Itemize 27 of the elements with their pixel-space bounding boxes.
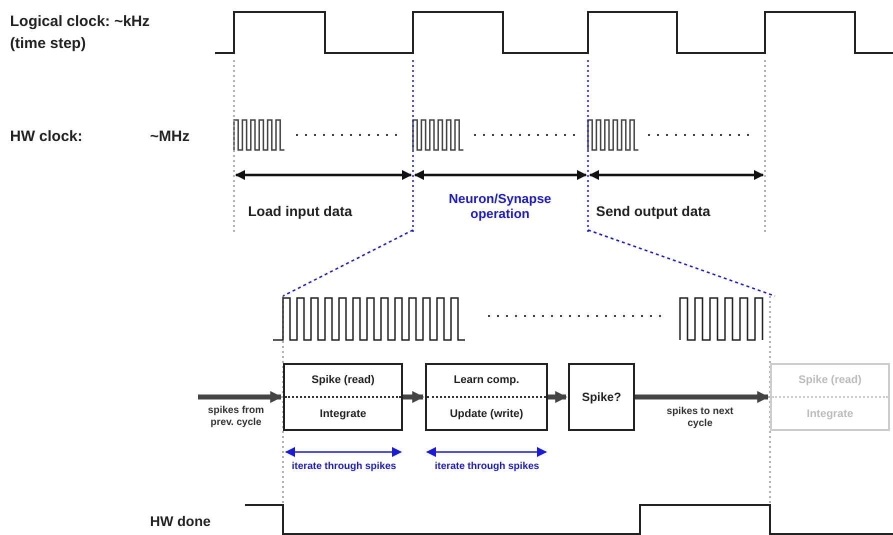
process-box (770, 363, 890, 431)
iteration-label: iterate through spikes (434, 461, 540, 472)
arrow (548, 391, 568, 403)
box-text: Integrate (806, 407, 854, 422)
box-text: Spike? (580, 389, 622, 405)
signal-label: HW done (150, 513, 211, 530)
box-text: Integrate (318, 407, 368, 422)
box-text: Learn comp. (452, 373, 520, 388)
process-box (425, 363, 548, 431)
clock-label: (time step) (10, 35, 86, 52)
edge-label: spikes to next cycle (666, 406, 734, 430)
process-box (283, 363, 403, 431)
box-text: Update (write) (448, 407, 524, 422)
edge-label: spikes from prev. cycle (206, 405, 266, 429)
box-text: Spike (read) (798, 373, 862, 388)
box-text: Spike (read) (310, 373, 376, 388)
clock-label: ~MHz (150, 128, 190, 146)
phase-label: Neuron/Synapse operation (448, 192, 552, 222)
iteration-label: iterate through spikes (290, 461, 398, 472)
arrow (403, 391, 424, 403)
decision-box (568, 363, 635, 431)
clock-label: HW clock: (10, 128, 83, 146)
arrow (198, 391, 282, 403)
arrow (635, 391, 770, 403)
clock-label: Send output data (596, 203, 710, 220)
clock-label: Logical clock: ~kHz (10, 13, 150, 30)
clock-label: Load input data (248, 203, 352, 220)
